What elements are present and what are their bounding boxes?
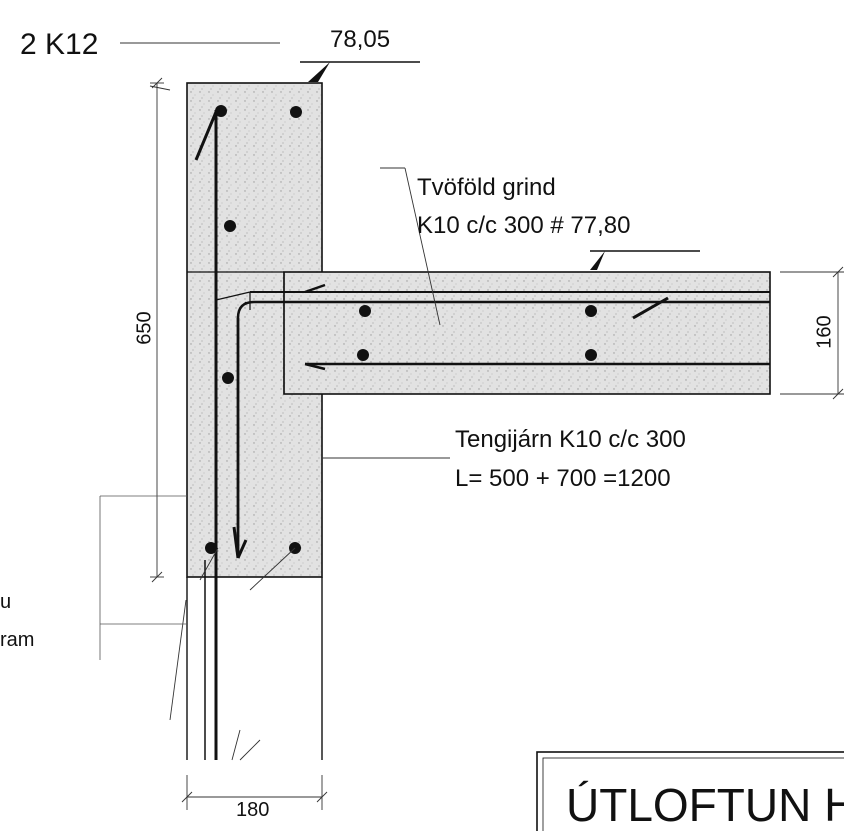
left-fragment-2: ram [0,629,35,651]
elevation-top-label: 78,05 [330,26,391,53]
dimension-slab-label: 160 [813,315,836,349]
title-block-text: ÚTLOFTUN H [566,779,844,831]
dimension-slab [780,266,844,400]
mesh-label-line2: K10 c/c 300 # 77,80 [417,212,631,239]
anchor-label-line1: Tengijárn K10 c/c 300 [455,426,686,453]
elevation-marker-top [308,62,330,82]
anchor-label-line2: L= 500 + 700 =1200 [455,465,671,492]
mesh-label-line1: Tvöföld grind [417,174,556,201]
dimension-height [150,77,164,583]
dimension-height-label: 650 [133,311,156,345]
dimension-width [181,775,328,810]
dimension-width-label: 180 [236,799,270,821]
slab-concrete [283,271,771,395]
title-block-frame [536,751,844,831]
left-fragment-1: u [0,591,12,613]
elevation-marker-slab [590,251,605,270]
rebar-dots [205,105,597,554]
rebar-top-label: 2 K12 [20,28,99,61]
